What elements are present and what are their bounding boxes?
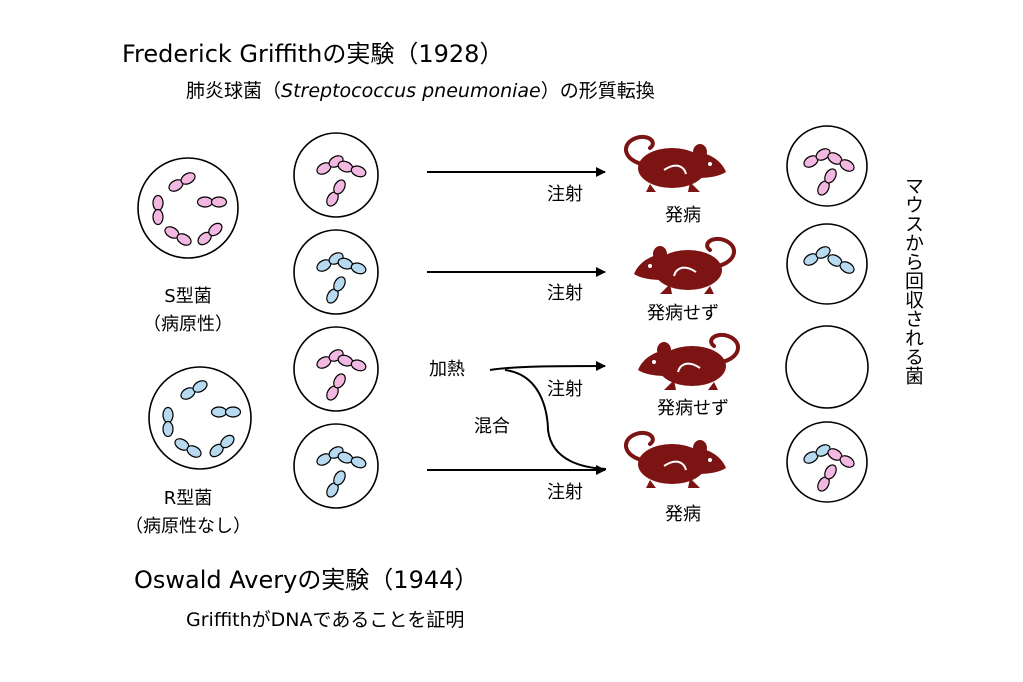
griffith-subtitle: 肺炎球菌（Streptococcus pneumoniae）の形質転換 xyxy=(186,82,655,101)
bacterium-icon xyxy=(326,179,346,207)
bacterium-icon xyxy=(817,168,837,196)
bacterium-icon xyxy=(337,451,367,469)
mouse-icon xyxy=(632,236,737,296)
species-name: Streptococcus pneumoniae xyxy=(281,80,541,102)
r-strain-desc: （病原性なし） xyxy=(125,516,251,537)
outcome-label-1: 発病 xyxy=(665,205,701,226)
bacterium-icon xyxy=(168,172,196,192)
s-strain-desc: （病原性） xyxy=(143,314,233,335)
bacterium-icon xyxy=(174,438,202,458)
r-strain-label: R型菌 xyxy=(163,488,213,509)
petri-dish-icon xyxy=(293,229,379,315)
outcome-label-4: 発病 xyxy=(665,504,701,525)
petri-dish-icon xyxy=(786,223,868,305)
dish-row-2 xyxy=(293,229,379,315)
bacterium-icon xyxy=(326,373,346,401)
bacterium-icon xyxy=(210,406,242,418)
bacterium-icon xyxy=(803,148,831,168)
bacterium-icon xyxy=(326,276,346,304)
bacterium-icon xyxy=(803,246,831,266)
avery-title: Oswald Averyの実験（1944） xyxy=(134,566,479,594)
bacterium-icon xyxy=(337,257,367,275)
bacterium-icon xyxy=(180,380,208,400)
petri-dish-icon xyxy=(785,325,869,409)
bacterium-icon xyxy=(162,406,174,438)
dish-r-strain xyxy=(148,366,252,470)
dish-s-strain xyxy=(137,157,239,259)
petri-dish-icon xyxy=(786,421,868,503)
bacterium-icon xyxy=(827,448,855,468)
outcome-label-2: 発病せず xyxy=(647,303,719,324)
dish-row-1 xyxy=(293,132,379,218)
bacterium-icon xyxy=(326,470,346,498)
recovered-dish-2 xyxy=(786,223,868,305)
s-strain-label: S型菌 xyxy=(164,286,212,307)
mouse-icon xyxy=(623,430,728,490)
arrow-icon xyxy=(489,361,606,372)
griffith-subtitle-post: ）の形質転換 xyxy=(540,80,655,102)
bacterium-icon xyxy=(337,354,367,372)
petri-dish-icon xyxy=(293,423,379,509)
bacterium-icon xyxy=(316,155,344,175)
mouse-icon xyxy=(623,134,728,194)
mouse-icon xyxy=(636,332,741,392)
petri-dish-icon xyxy=(293,132,379,218)
bacterium-icon xyxy=(152,194,164,226)
recovered-dish-1 xyxy=(786,125,868,207)
injection-label-4: 注射 xyxy=(547,482,583,503)
heat-label: 加熱 xyxy=(429,359,465,380)
recovered-bacteria-label: マウスから回収される菌 xyxy=(902,176,924,385)
bacterium-icon xyxy=(337,160,367,178)
mix-curve xyxy=(504,369,607,470)
bacterium-icon xyxy=(164,226,192,246)
bacterium-icon xyxy=(197,222,223,246)
injection-label-2: 注射 xyxy=(547,283,583,304)
petri-dish-icon xyxy=(786,125,868,207)
dish-row-4 xyxy=(293,423,379,509)
griffith-title: Frederick Griffithの実験（1928） xyxy=(122,40,504,68)
bacterium-icon xyxy=(827,254,855,274)
recovered-dish-4 xyxy=(786,421,868,503)
avery-subtitle: GriffithがDNAであることを証明 xyxy=(186,609,465,631)
mix-label: 混合 xyxy=(474,416,510,437)
recovered-dish-3 xyxy=(785,325,869,409)
bacterium-icon xyxy=(803,444,831,464)
outcome-label-3: 発病せず xyxy=(657,398,729,419)
injection-label-1: 注射 xyxy=(547,184,583,205)
dish-row-3 xyxy=(293,326,379,412)
bacterium-icon xyxy=(817,464,837,492)
bacterium-icon xyxy=(827,152,855,172)
bacterium-icon xyxy=(196,196,228,208)
griffith-subtitle-pre: 肺炎球菌（ xyxy=(186,80,282,102)
petri-dish-icon xyxy=(293,326,379,412)
injection-label-3: 注射 xyxy=(547,379,583,400)
bacterium-icon xyxy=(209,434,235,458)
